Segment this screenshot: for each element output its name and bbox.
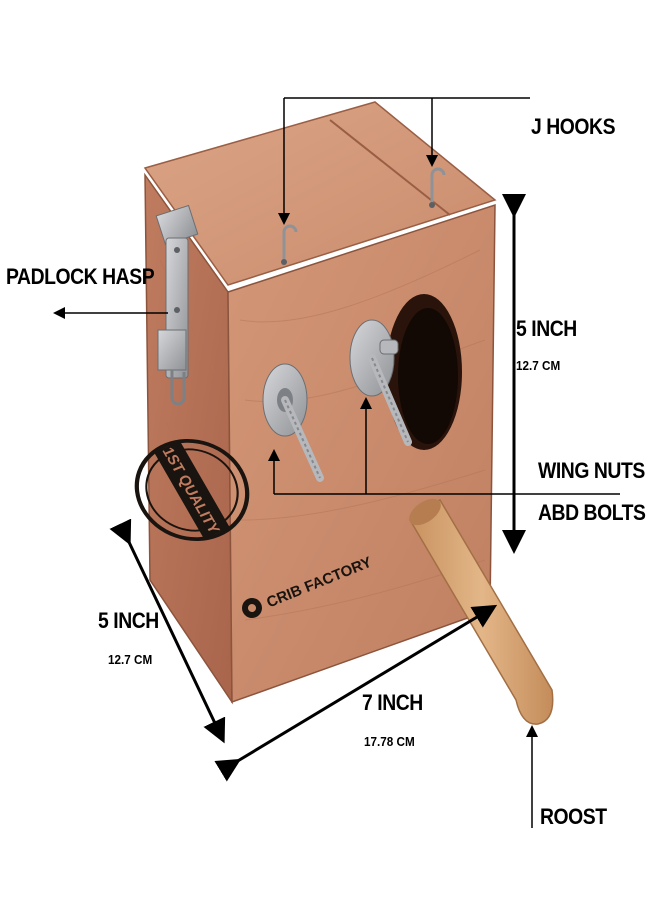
wing-nut-bolt-right [349, 319, 412, 446]
width-inch-label: 7 INCH [362, 690, 423, 715]
wing-nut-bolt-left [262, 363, 324, 482]
wing-nuts-label: WING NUTS [538, 458, 645, 483]
padlock-hasp [155, 204, 199, 406]
height-inch-label: 5 INCH [516, 316, 577, 341]
j-hook-left [282, 224, 298, 262]
depth-cm-label: 12.7 CM [108, 652, 153, 667]
lid-seam [329, 119, 451, 216]
padlock-hasp-label: PADLOCK HASP [6, 264, 155, 289]
box-top [143, 101, 497, 286]
roost-label: ROOST [540, 804, 607, 829]
width-cm-label: 17.78 CM [364, 734, 415, 749]
j-hook-right [430, 167, 446, 205]
width-dimension-arrow [214, 604, 498, 782]
depth-dimension-arrow [109, 518, 226, 744]
height-cm-label: 12.7 CM [516, 358, 561, 373]
wing-nuts-pointer [268, 397, 620, 495]
box-front [227, 203, 496, 704]
abd-bolts-label: ABD BOLTS [538, 500, 646, 525]
j-hooks-pointer [278, 97, 530, 225]
depth-inch-label: 5 INCH [98, 608, 159, 633]
j-hooks-label: J HOOKS [531, 114, 616, 139]
